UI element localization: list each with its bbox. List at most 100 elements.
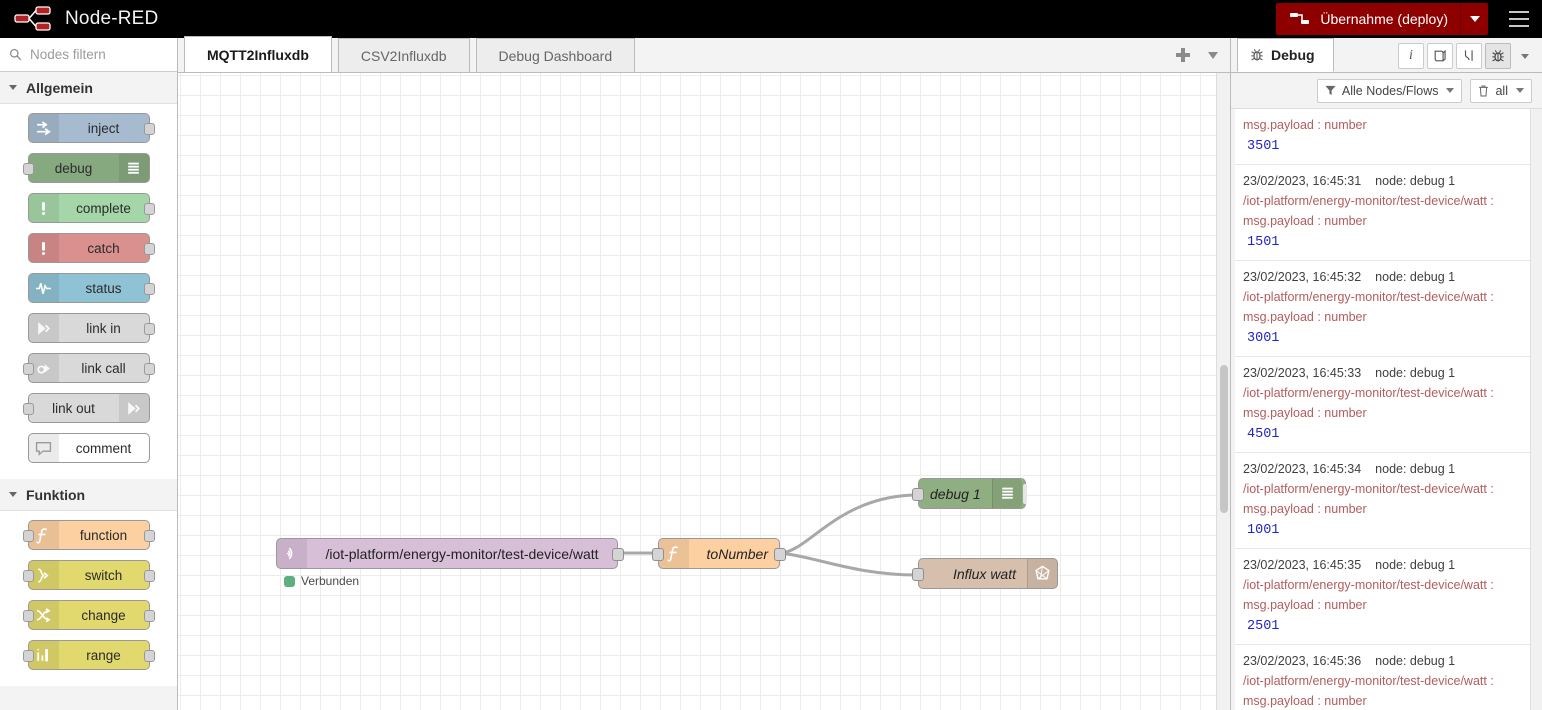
debug-message-property: msg.payload : number (1243, 118, 1367, 132)
palette-node-status[interactable]: status (27, 273, 155, 303)
palette-search-row[interactable] (0, 38, 177, 72)
flow-node-input-port[interactable] (652, 548, 664, 561)
mqtt-in-node[interactable]: /iot-platform/energy-monitor/test-device… (276, 538, 624, 569)
debug-message-topic: /iot-platform/energy-monitor/test-device… (1243, 578, 1494, 592)
flow-node-label: toNumber (706, 545, 768, 562)
flow-node-output-port[interactable] (612, 548, 624, 561)
change-swap-icon-wrap (28, 601, 59, 629)
workspace-tab-debug-dashboard[interactable]: Debug Dashboard (475, 38, 636, 72)
trash-icon (1479, 84, 1489, 97)
debug-message-list[interactable]: msg.payload : number 3501 23/02/2023, 16:4… (1231, 109, 1542, 710)
exclamation-icon (42, 201, 45, 215)
palette-node-output-port (143, 323, 155, 335)
palette-node-catch[interactable]: catch (27, 233, 155, 263)
function-f-icon-wrap (659, 539, 689, 568)
palette-node-output-port (143, 283, 155, 295)
flow-node-input-port[interactable] (912, 488, 924, 501)
flow-canvas[interactable]: /iot-platform/energy-monitor/test-device… (178, 73, 1230, 710)
palette-category-allgemein[interactable]: Allgemein (0, 72, 177, 104)
info-tab-button[interactable]: i (1398, 43, 1424, 69)
debug-message-value: 1501 (1247, 235, 1280, 250)
palette-node-input-port (22, 570, 34, 582)
palette-node-debug[interactable]: debug (22, 153, 150, 183)
switch-branch-icon-wrap (28, 561, 59, 589)
palette-node-label: complete (76, 200, 131, 216)
debug-message-property: msg.payload : number (1243, 310, 1367, 324)
palette-node-comment[interactable]: comment (27, 433, 150, 463)
debug-node[interactable]: debug 1 (912, 478, 1027, 509)
debug-message[interactable]: msg.payload : number 3501 (1235, 109, 1542, 165)
palette-category-funktion[interactable]: Funktion (0, 479, 177, 511)
context-tab-button[interactable] (1456, 43, 1482, 69)
flow-list-button[interactable] (1208, 51, 1218, 59)
palette-node-function[interactable]: function (22, 520, 155, 550)
plus-icon (1176, 48, 1190, 62)
flow-node-output-port[interactable] (774, 548, 786, 561)
tab-debug-label: Debug (1271, 47, 1315, 63)
canvas-scrollbar-thumb[interactable] (1220, 365, 1228, 513)
main-menu-button[interactable] (1496, 0, 1542, 38)
debug-enable-toggle[interactable] (1022, 483, 1027, 504)
palette-node-link-out[interactable]: link out (22, 393, 150, 423)
debug-tab-button[interactable] (1485, 43, 1511, 69)
canvas-vertical-scrollbar[interactable] (1216, 73, 1230, 710)
debug-message-value: 3001 (1247, 331, 1280, 346)
debug-message-source: node: debug 1 (1375, 654, 1456, 668)
palette-node-inject[interactable]: inject (27, 113, 155, 143)
palette-node-link-in[interactable]: link in (27, 313, 155, 343)
node-palette: Allgemein inject debug complete catch statu… (0, 38, 178, 710)
comment-bubble-icon-wrap (28, 434, 59, 462)
palette-node-change[interactable]: change (22, 600, 155, 630)
workspace-tab-label: Debug Dashboard (498, 47, 613, 64)
palette-node-label: change (81, 607, 126, 623)
deploy-button[interactable]: Übernahme (deploy) (1276, 3, 1460, 35)
clear-messages-button[interactable]: all (1470, 78, 1532, 103)
pulse-wave-icon (36, 282, 51, 294)
influxdb-out-node[interactable]: Influx watt (912, 558, 1058, 589)
debug-vertical-scrollbar[interactable] (1530, 109, 1542, 710)
palette-node-input-port (22, 650, 34, 662)
debug-message-topic: /iot-platform/energy-monitor/test-device… (1243, 290, 1494, 304)
palette-node-complete[interactable]: complete (27, 193, 155, 223)
deploy-label: Übernahme (deploy) (1320, 11, 1448, 27)
palette-node-switch[interactable]: switch (22, 560, 155, 590)
influxdb-icon (1035, 565, 1050, 580)
exclamation-icon-wrap (28, 234, 59, 262)
help-tab-button[interactable] (1427, 43, 1453, 69)
flow-node-input-port[interactable] (912, 568, 924, 581)
hamburger-menu-icon (1509, 24, 1529, 28)
add-flow-button[interactable] (1176, 48, 1190, 62)
palette-node-label: inject (87, 120, 120, 136)
debug-message-property: msg.payload : number (1243, 502, 1367, 516)
flow-node-label: /iot-platform/energy-monitor/test-device… (325, 545, 599, 562)
workspace-tab-csv2influxdb[interactable]: CSV2Influxdb (337, 38, 470, 72)
inject-arrow-icon (37, 120, 51, 135)
search-input[interactable] (28, 46, 168, 63)
filter-nodes-button[interactable]: Alle Nodes/Flows (1316, 78, 1463, 103)
workspace-tab-mqtt2influxdb[interactable]: MQTT2Influxdb (184, 36, 332, 72)
tab-debug[interactable]: Debug (1237, 38, 1334, 72)
palette-node-range[interactable]: range (22, 640, 155, 670)
flow-node-label: Influx watt (952, 565, 1016, 582)
sidebar-more-button[interactable] (1514, 43, 1534, 69)
debug-message-value: 3501 (1247, 139, 1280, 154)
deploy-dropdown-button[interactable] (1460, 3, 1488, 35)
function-f-icon (666, 546, 678, 562)
sidebar-tabbar: Debug i (1231, 38, 1542, 73)
debug-message-value: 2501 (1247, 619, 1280, 634)
palette-node-link-call[interactable]: link call (22, 353, 155, 383)
palette-node-input-port (22, 530, 34, 542)
context-y-icon (1464, 50, 1473, 61)
function-node[interactable]: toNumber (652, 538, 786, 569)
